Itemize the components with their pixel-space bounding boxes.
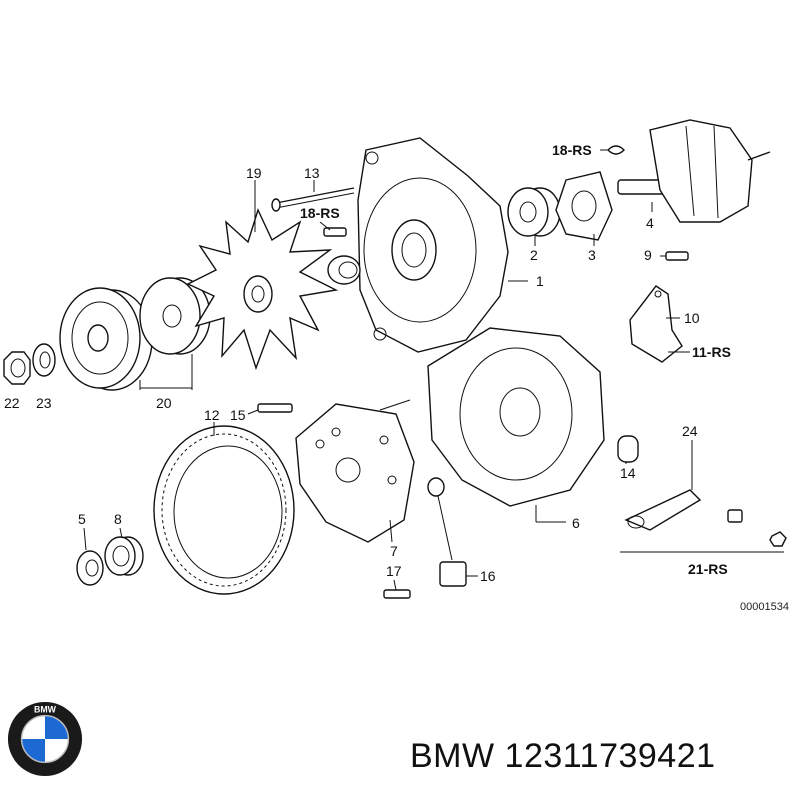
- part-bushing: [327, 255, 361, 285]
- bmw-logo: BMW: [7, 701, 83, 777]
- callout-18-rs-left: 18-RS: [300, 205, 340, 221]
- callout-2: 2: [530, 247, 538, 263]
- callout-17: 17: [386, 563, 402, 579]
- callout-3: 3: [588, 247, 596, 263]
- callout-5: 5: [78, 511, 86, 527]
- callout-14: 14: [620, 465, 636, 481]
- callout-24: 24: [682, 423, 698, 439]
- part-21-rs-nuts: [727, 509, 787, 547]
- part-18-rs-key: [607, 145, 625, 155]
- part-19-fan: [186, 208, 339, 371]
- callout-13: 13: [304, 165, 320, 181]
- callout-1: 1: [536, 273, 544, 289]
- part-8-sleeve: [104, 536, 144, 576]
- part-2-bearing: [507, 187, 561, 237]
- part-12-stator: [153, 425, 295, 595]
- callout-9: 9: [644, 247, 652, 263]
- part-10-regulator: [629, 285, 683, 363]
- callout-4: 4: [646, 215, 654, 231]
- callout-23: 23: [36, 395, 52, 411]
- callout-20: 20: [156, 395, 172, 411]
- part-15-screw: [257, 403, 293, 413]
- part-18-rs-screw: [323, 227, 347, 237]
- part-24-bracket: [624, 489, 702, 531]
- brand-name: BMW: [410, 737, 495, 775]
- callout-12: 12: [204, 407, 220, 423]
- callout-11-rs: 11-RS: [692, 344, 731, 360]
- logo-letters: BMW: [34, 705, 57, 715]
- part-4-rotor: [617, 119, 771, 223]
- part-3-plate: [555, 171, 613, 241]
- part-number-caption: BMW 12311739421: [410, 737, 716, 776]
- callout-7: 7: [390, 543, 398, 559]
- part-14-sleeve: [617, 435, 639, 463]
- callout-10: 10: [684, 310, 700, 326]
- part-17-screw: [383, 589, 411, 599]
- callout-21-rs: 21-RS: [688, 561, 728, 577]
- drawing-code: 00001534: [740, 601, 789, 613]
- part-5-bearing: [76, 550, 104, 586]
- part-9-screw: [665, 251, 689, 261]
- part-20-pulley: [59, 277, 211, 391]
- part-7-rectifier: [295, 399, 415, 543]
- callout-16: 16: [480, 568, 496, 584]
- part-23-washer: [32, 343, 56, 377]
- callout-8: 8: [114, 511, 122, 527]
- callout-6: 6: [572, 515, 580, 531]
- part-6-rear-housing: [427, 327, 605, 507]
- part-22-nut: [3, 351, 31, 385]
- callout-19: 19: [246, 165, 262, 181]
- part-13-bolt: [271, 187, 355, 212]
- callout-18-rs-right: 18-RS: [552, 142, 592, 158]
- callout-15: 15: [230, 407, 246, 423]
- part-16-capacitor: [427, 477, 467, 587]
- part-1-front-housing: [357, 137, 509, 353]
- part-number: 12311739421: [504, 737, 716, 775]
- callout-22: 22: [4, 395, 20, 411]
- leader-lines: [83, 149, 784, 591]
